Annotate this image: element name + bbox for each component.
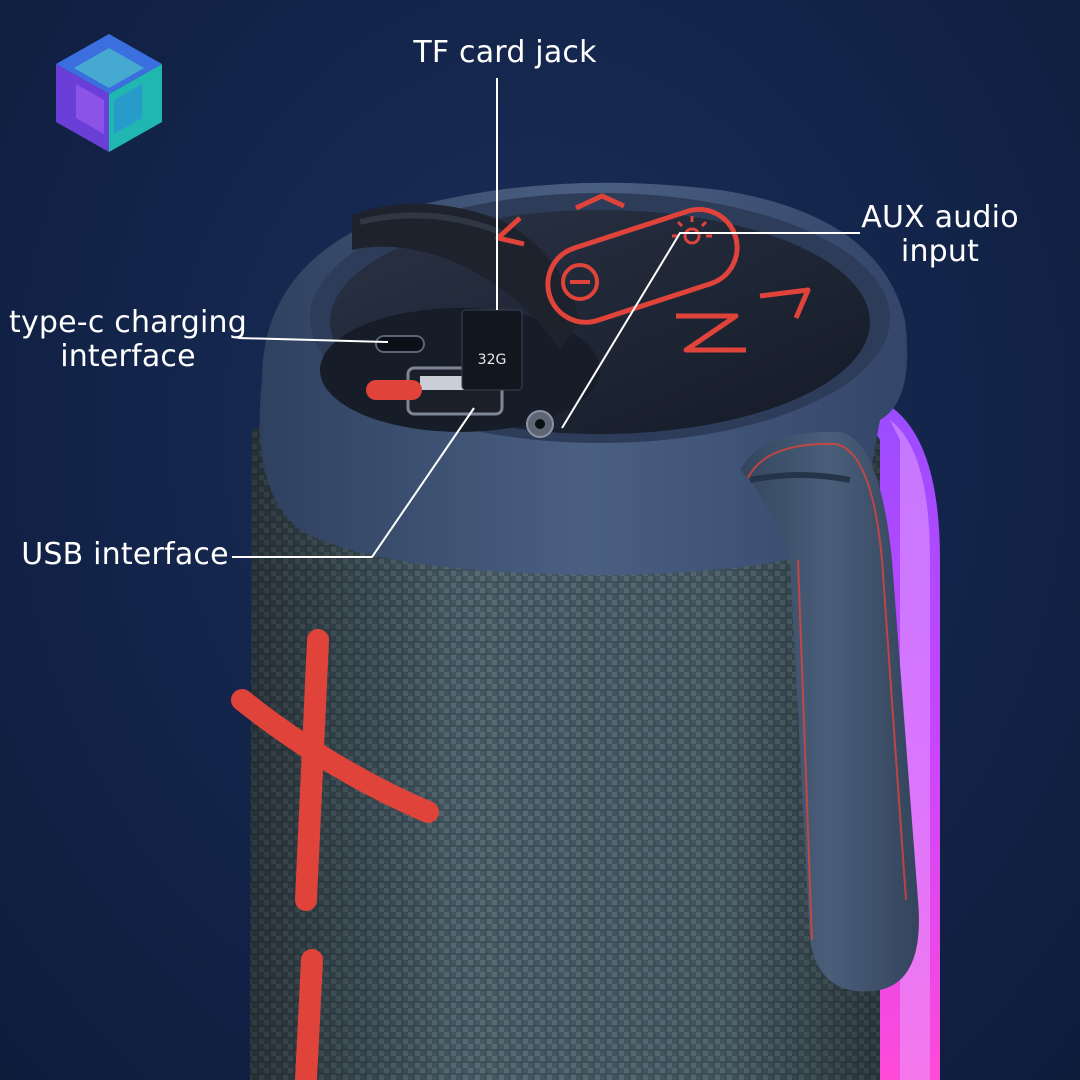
volume-down-icon[interactable] xyxy=(574,193,626,211)
aux-label-line1: AUX audio xyxy=(861,200,1019,235)
type-c-charging-label: type-c charging interface xyxy=(8,306,248,374)
callout-lines xyxy=(232,78,860,558)
usb-interface-text: USB interface xyxy=(21,537,229,572)
power-icon[interactable] xyxy=(561,263,599,301)
aux-label-line2: input xyxy=(900,234,980,269)
aux-port[interactable] xyxy=(526,410,554,438)
tf-card: 32G xyxy=(461,309,523,391)
next-icon[interactable] xyxy=(759,287,811,319)
aux-audio-input-label: AUX audio input xyxy=(850,201,1030,269)
callout-line-aux xyxy=(561,232,860,429)
tf-card-jack-label: TF card jack xyxy=(410,36,600,70)
callout-line-typec xyxy=(237,337,389,343)
charge-indicator xyxy=(366,380,422,400)
plus-icon[interactable] xyxy=(231,629,439,911)
light-icon[interactable] xyxy=(672,216,712,245)
callout-line-usb xyxy=(232,407,475,558)
minus-icon[interactable] xyxy=(295,949,323,1080)
svg-text:32G: 32G xyxy=(478,352,507,368)
port-cover-flap[interactable] xyxy=(352,203,580,350)
volume-up-icon[interactable] xyxy=(676,313,746,353)
usb-interface-label: USB interface xyxy=(20,538,230,572)
speaker-body xyxy=(250,420,880,1080)
tf-card-jack-text: TF card jack xyxy=(413,35,597,70)
carrying-strap[interactable] xyxy=(740,431,919,992)
typec-label-line1: type-c charging xyxy=(8,305,247,340)
type-c-port[interactable] xyxy=(375,335,425,353)
typec-label-line2: interface xyxy=(60,339,196,374)
control-panel xyxy=(495,193,811,353)
brand-cube-icon xyxy=(56,34,162,152)
